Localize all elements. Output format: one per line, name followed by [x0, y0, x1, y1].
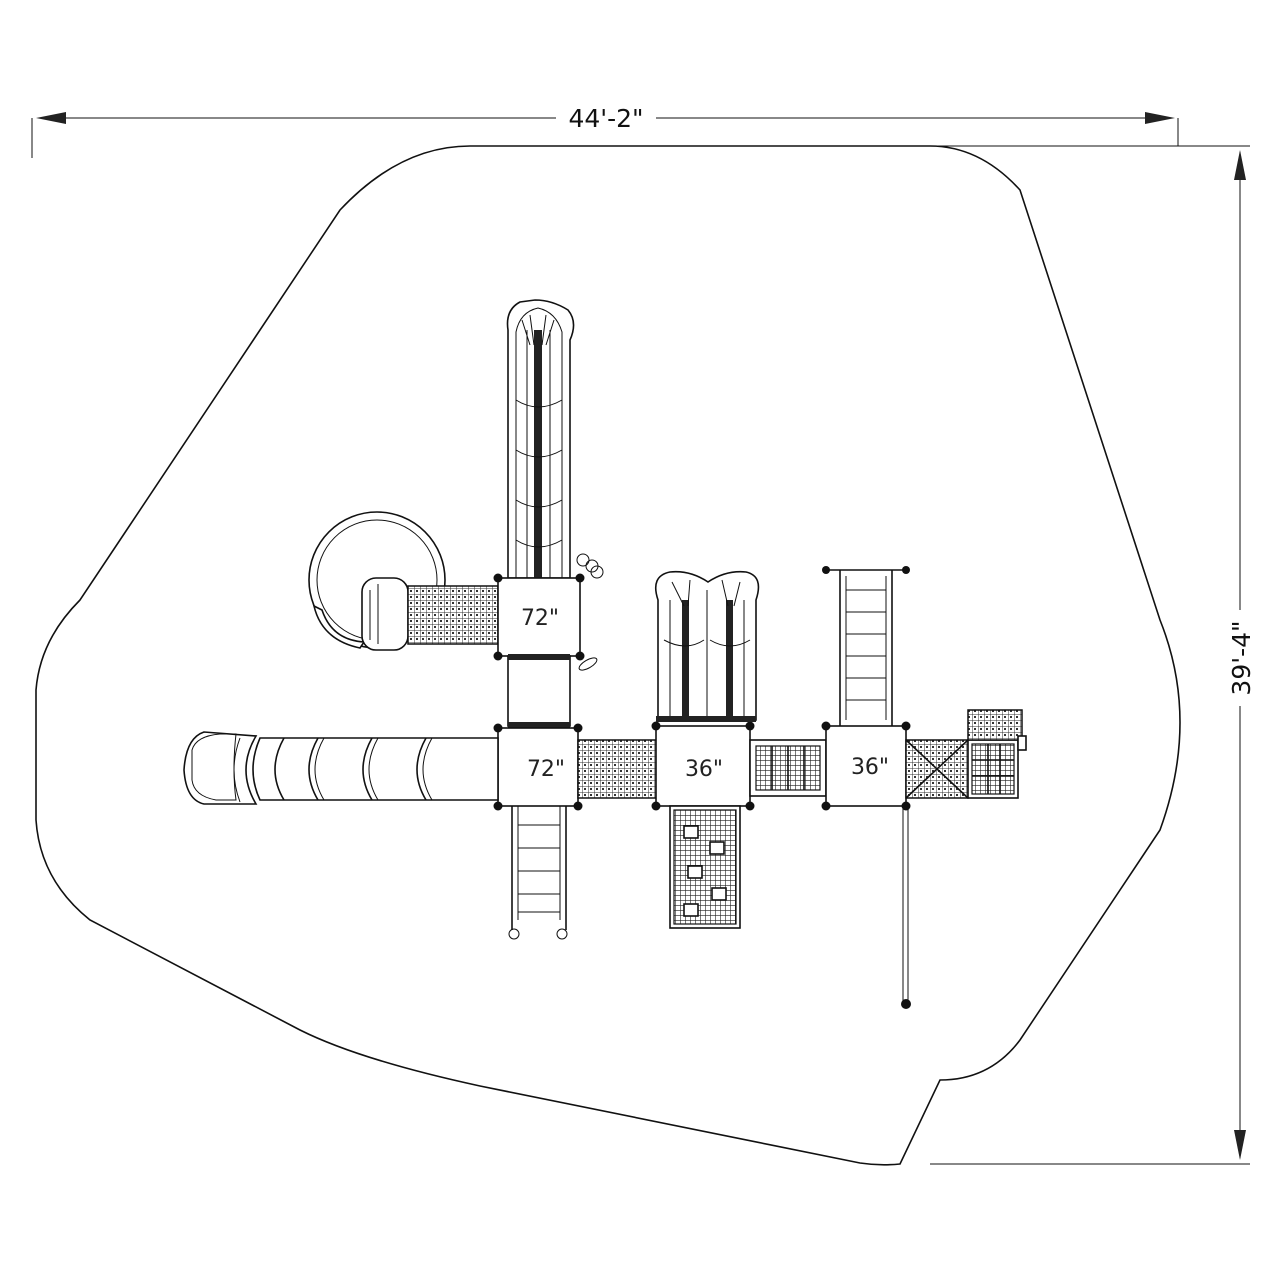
deck-height-label: 72": [521, 606, 559, 631]
use-zone-boundary: [35, 145, 1181, 1166]
spiral-slide: [308, 511, 499, 651]
deck-upper-72: 72": [493, 573, 585, 661]
bridge-north-south: [507, 654, 571, 728]
rock-climber: [669, 805, 741, 929]
width-dimension-label: 44'-2": [568, 104, 643, 133]
depth-dimension: 39'-4": [600, 145, 1256, 1165]
deck-height-label: 36": [851, 755, 889, 780]
straight-slide-north: [506, 299, 575, 579]
deck-36-east: 36": [821, 721, 911, 811]
play-panel-accessories: [576, 553, 604, 671]
ladder-north: [822, 566, 910, 726]
fireman-pole: [901, 806, 911, 1009]
deck-lower-72: 72": [493, 723, 583, 811]
deck-height-label: 36": [685, 757, 723, 782]
width-dimension: 44'-2": [31, 104, 1179, 158]
ladder-south: [508, 806, 568, 940]
deck-height-label: 72": [527, 757, 565, 782]
bridge-panel-center: [749, 739, 827, 797]
activity-panels-east: [905, 709, 1027, 799]
double-slide-north: [654, 570, 760, 722]
depth-dimension-label: 39'-4": [1227, 620, 1256, 695]
tube-slide-west: [183, 731, 499, 805]
deck-36-center: 36": [651, 721, 755, 811]
bridge-panel-west: [577, 739, 657, 799]
